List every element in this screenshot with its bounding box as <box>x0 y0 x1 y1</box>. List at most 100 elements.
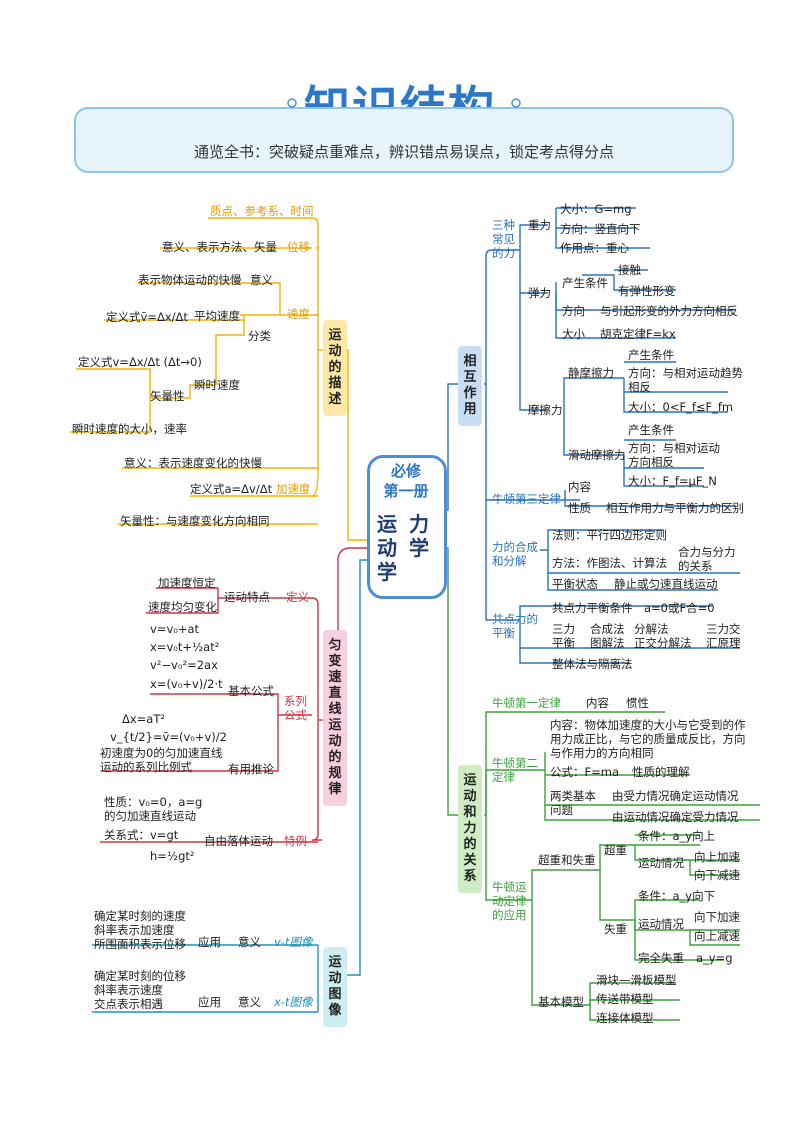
green-branch <box>441 547 760 1021</box>
node-elastic-magnitude: 大小 <box>562 327 585 341</box>
node-uniform-velocity: 速度均匀变化 <box>148 600 217 614</box>
node-meaning: 意义 <box>250 273 273 287</box>
branch-box-motion-force: 运 动 和 力 的 关 系 <box>458 765 482 893</box>
node-balance-note: 静止或匀速直线运动 <box>614 577 718 591</box>
node-n2-content: 内容：物体加速度的大小与它受到的作 用力成正比，与它的质量成反比，方向 与作用力… <box>550 718 746 760</box>
node-n2-formula-note: 性质的理解 <box>632 765 690 779</box>
eq-velocity-time: v=v₀+at <box>150 622 200 636</box>
node-three-force-balance: 三力 平衡 <box>552 622 575 650</box>
node-free-fall-relation-1: 关系式：v=gt <box>104 828 179 842</box>
eq-velocity-displacement: v²−v₀²=2ax <box>150 658 218 672</box>
eq-displacement-time: x=v₀t+½at² <box>150 640 220 654</box>
node-whole-isolation: 整体法与隔离法 <box>552 657 633 671</box>
node-special-case: 特例 <box>284 834 307 848</box>
node-static-magnitude: 大小：0<F_f≤F_fm <box>628 400 734 414</box>
node-down-decelerate: 向下减速 <box>694 868 740 882</box>
node-model-slider-board: 滑块—滑板模型 <box>596 973 677 987</box>
node-model-connected: 连接体模型 <box>596 1011 654 1025</box>
node-n3-note: 相互作用力与平衡力的区别 <box>606 501 744 515</box>
node-down-accelerate: 向下加速 <box>694 910 740 924</box>
eq-delta-x: Δx=aT² <box>122 712 165 726</box>
node-underweight: 失重 <box>604 922 627 936</box>
node-n1-content: 内容 <box>586 696 609 710</box>
node-problem-1: 由受力情况确定运动情况 <box>612 789 739 803</box>
node-n3-content: 内容 <box>568 480 591 494</box>
node-balance-state: 平衡状态 <box>552 577 598 591</box>
node-equilibrium-value: a=0或F合=0 <box>644 601 715 615</box>
node-inertia: 惯性 <box>626 696 649 710</box>
node-velocity-meaning: 表示物体运动的快慢 <box>138 273 242 287</box>
node-accel-meaning: 意义：表示速度变化的快慢 <box>124 456 262 470</box>
banner-dot-left <box>287 98 297 108</box>
node-free-fall-relation-2: h=½gt² <box>150 849 195 863</box>
node-particle: 质点、参考系、时间 <box>210 204 314 218</box>
node-classify: 分类 <box>248 329 271 343</box>
node-newton-third: 牛顿第三定律 <box>492 492 561 506</box>
branch-box-motion-graphs: 运 动 图 像 <box>323 947 347 1027</box>
node-avg-speed: 平均速度 <box>194 309 240 323</box>
node-overweight: 超重 <box>604 843 627 857</box>
node-parallelogram: 法则：平行四边形定则 <box>552 528 667 542</box>
node-ratio: 初速度为0的匀加速直线 运动的系列比例式 <box>100 746 223 774</box>
node-kinetic-condition: 产生条件 <box>628 423 674 437</box>
node-basic-formula: 基本公式 <box>228 684 274 698</box>
node-free-fall: 自由落体运动 <box>204 834 273 848</box>
node-n2-formula: 公式：F=ma <box>550 765 619 779</box>
node-friction: 摩擦力 <box>528 403 563 417</box>
node-n3-property: 性质 <box>568 501 591 515</box>
node-static-friction: 静摩擦力 <box>568 366 614 380</box>
hub-kinematics-label: 运 动 学 <box>377 512 397 584</box>
hub-mechanics-label: 力 学 <box>409 512 429 560</box>
page-subtitle: 通览全书：突破疑点重难点，辨识错点易误点，锁定考点得分点 <box>193 143 614 161</box>
node-free-fall-property: 性质：v₀=0，a=g 的匀加速直线运动 <box>104 795 203 823</box>
yellow-branch <box>70 217 324 525</box>
branch-box-interaction: 相 互 作 用 <box>458 346 482 426</box>
node-xt-uses: 确定某时刻的位移 斜率表示速度 交点表示相遇 <box>94 969 186 1011</box>
node-model-conveyor: 传送带模型 <box>596 992 654 1006</box>
node-underweight-condition: 条件：a_y向下 <box>638 889 716 903</box>
node-application: 牛顿运 动定律 的应用 <box>492 880 527 922</box>
node-accel-def: 定义式a=Δv/Δt <box>190 482 273 496</box>
node-overweight-motion: 运动情况 <box>638 856 684 870</box>
node-methods: 方法：作图法、计算法 <box>552 556 667 570</box>
node-vt-meaning: 意义 <box>238 935 261 949</box>
node-kinetic-direction: 方向：与相对运动 方向相反 <box>628 441 720 469</box>
node-decomposition-method: 分解法 正交分解法 <box>634 622 692 650</box>
branch-box-motion-description: 运 动 的 描 述 <box>323 320 347 416</box>
node-equilibrium-condition: 共点力平衡条件 <box>552 601 633 615</box>
node-elastic-deformation: 有弹性形变 <box>618 284 676 298</box>
node-series-formula: 系列 公式 <box>284 694 307 722</box>
node-gravity-direction: 方向：竖直向下 <box>560 222 641 236</box>
node-displacement: 位移 <box>287 240 310 254</box>
node-elastic-direction-note: 与引起形变的外力方向相反 <box>600 304 738 318</box>
node-static-condition: 产生条件 <box>628 348 674 362</box>
node-concurrence-principle: 三力交 汇原理 <box>706 622 741 650</box>
node-newton-first: 牛顿第一定律 <box>492 696 561 710</box>
node-complete-weightless: 完全失重 <box>638 951 684 965</box>
eq-mid-time-velocity: v_{t/2}=v̄=(v₀+v)/2 <box>110 730 227 744</box>
node-three-forces: 三种 常见 的力 <box>492 218 515 260</box>
node-gravity: 重力 <box>528 218 551 232</box>
node-vt-uses: 确定某时刻的速度 斜率表示加速度 所围面积表示位移 <box>94 909 186 951</box>
node-definition: 定义 <box>286 590 309 604</box>
node-hooke-law: 胡克定律F=kx <box>600 327 676 341</box>
node-motion-feature: 运动特点 <box>224 590 270 604</box>
node-useful-inference: 有用推论 <box>228 762 274 776</box>
node-xt-meaning: 意义 <box>238 995 261 1009</box>
node-velocity: 速度 <box>287 307 310 321</box>
node-elastic-condition: 产生条件 <box>562 276 608 290</box>
node-avg-def: 定义式v̄=Δx/Δt <box>106 310 188 324</box>
node-two-problems: 两类基本 问题 <box>550 789 596 817</box>
node-vector: 矢量性 <box>150 389 185 403</box>
node-vt-apply: 应用 <box>198 935 221 949</box>
hub-book-label: 必修 第一册 <box>383 462 429 500</box>
node-displacement-note: 意义、表示方法、矢量 <box>162 240 277 254</box>
node-kinetic-magnitude: 大小：F_f=μF_N <box>628 474 717 488</box>
node-contact: 接触 <box>618 263 641 277</box>
red-branch <box>100 587 324 843</box>
banner-dot-right <box>511 98 521 108</box>
subtitle-banner <box>74 107 734 173</box>
node-elastic-direction: 方向 <box>562 304 585 318</box>
node-underweight-motion: 运动情况 <box>638 917 684 931</box>
